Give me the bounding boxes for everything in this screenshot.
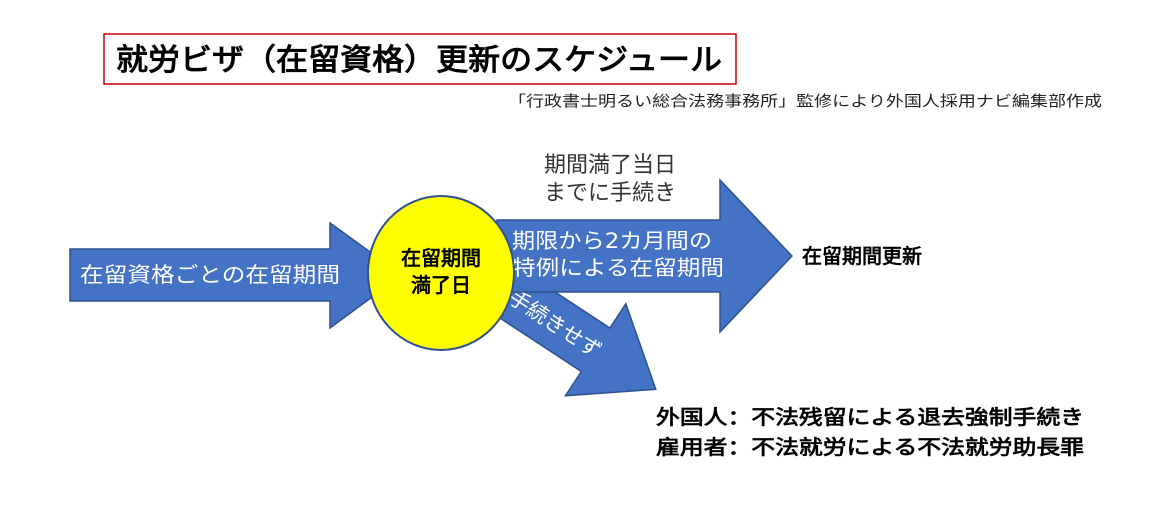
deadline-caption-line1: 期間満了当日 <box>544 153 676 178</box>
expiry-date-circle <box>367 195 515 351</box>
expiry-circle-label-line1: 在留期間 <box>401 246 481 270</box>
renewal-result: 在留期間更新 <box>802 244 922 268</box>
expiry-circle-label-line2: 満了日 <box>411 273 471 297</box>
credit-line: 「行政書士明るい総合法務事務所」監修により外国人採用ナビ編集部作成 <box>508 92 1102 110</box>
foreigner-consequence: 外国人：不法残留による退去強制手続き <box>656 405 1084 429</box>
left-arrow-label: 在留資格ごとの在留期間 <box>80 263 340 287</box>
left-arrow <box>69 221 404 330</box>
right-arrow-label-line2: 特例による在留期間 <box>512 256 724 280</box>
deadline-caption-line2: までに手続き <box>544 181 676 206</box>
title-box <box>103 33 737 85</box>
right-arrow-label-line1: 期限から2カ月間の <box>512 229 712 253</box>
employer-consequence: 雇用者：不法就労による不法就労助長罪 <box>656 435 1084 459</box>
right-arrow <box>496 178 794 334</box>
page-title: 就労ビザ（在留資格）更新のスケジュール <box>116 43 722 78</box>
